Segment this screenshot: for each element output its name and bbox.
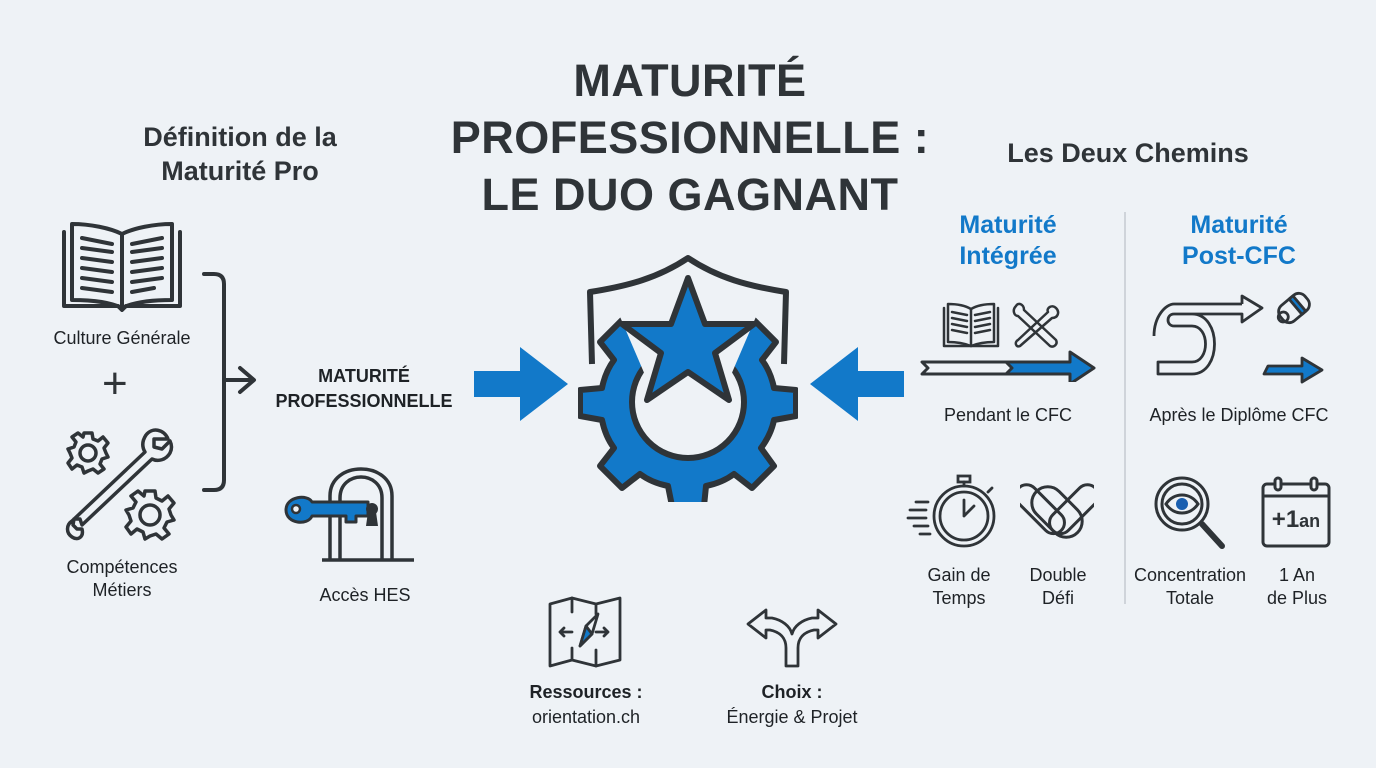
choice-label: Choix : Énergie & Projet [710,680,874,730]
plus-one-badge: +1 [1271,506,1300,533]
plus-sign: + [102,359,128,408]
deux-chemins-heading: Les Deux Chemins [1007,138,1249,168]
main-title-line3: LE DUO GAGNANT [481,169,899,220]
open-book-icon [60,220,184,312]
post-cfc-title-line1: Maturité [1190,211,1288,239]
magnifier-eye-icon [1152,474,1228,552]
post-cfc-title-line2: Post-CFC [1182,242,1296,270]
maturite-pro-result: MATURITÉ PROFESSIONNELLE [258,364,470,414]
main-title: MATURITÉ PROFESSIONNELLE : LE DUO GAGNAN… [430,52,950,223]
competences-label-line1: Compétences [66,557,178,577]
maturite-integree-title: Maturité Intégrée [920,210,1096,272]
book-tools-progress-icon [920,300,1100,382]
competences-metiers-label: Compétences Métiers [30,556,214,602]
integree-title-line1: Maturité [959,211,1057,239]
main-title-line1: MATURITÉ [573,55,807,106]
interlinked-knot-icon [1020,474,1094,550]
competences-label-line2: Métiers [92,580,152,600]
definition-heading-line1: Définition de la [143,122,337,152]
integree-title-line2: Intégrée [959,242,1057,270]
gain-line2: Temps [932,588,986,608]
gain-de-temps-label: Gain de Temps [914,564,1004,610]
double-line2: Défi [1041,588,1074,608]
arrow-left-icon [808,347,904,421]
stopwatch-icon [906,472,998,552]
bracket-connector [200,270,260,496]
un-an-line2: de Plus [1266,588,1328,608]
acces-hes-label: Accès HES [319,585,411,605]
un-an-line1: 1 An [1278,565,1316,585]
concentration-line1: Concentration [1133,565,1247,585]
double-line1: Double [1029,565,1087,585]
un-an-de-plus-label: 1 An de Plus [1254,564,1340,610]
definition-heading: Définition de la Maturité Pro [100,120,380,188]
paths-divider [1124,212,1126,604]
resources-line1: Ressources : [529,682,643,702]
calendar-plus-one-year-icon: +1an [1260,476,1332,550]
resources-link[interactable]: orientation.ch [531,707,641,727]
concentration-line2: Totale [1165,588,1215,608]
apres-diplome-caption: Après le Diplôme CFC [1149,405,1329,425]
pendant-cfc-caption: Pendant le CFC [943,405,1073,425]
result-line1: MATURITÉ [318,366,410,386]
shield-star-gear-icon [578,252,798,502]
double-defi-label: Double Défi [1014,564,1102,610]
map-compass-icon [546,596,624,668]
main-title-line2: PROFESSIONNELLE : [450,112,930,163]
result-line2: PROFESSIONNELLE [275,391,453,411]
gain-line1: Gain de [927,565,991,585]
choice-line2: Énergie & Projet [726,707,858,727]
culture-generale-label: Culture Générale [53,328,191,348]
concentration-totale-label: Concentration Totale [1126,564,1254,610]
definition-heading-line2: Maturité Pro [161,156,319,186]
resources-label: Ressources : orientation.ch [506,680,666,730]
wrench-gears-icon [60,425,184,545]
split-arrows-icon [746,604,838,668]
winding-path-diploma-icon [1152,282,1328,390]
maturite-post-cfc-title: Maturité Post-CFC [1150,210,1328,272]
key-lock-icon [282,456,418,562]
badge-unit: an [1299,511,1321,531]
arrow-right-icon [474,347,570,421]
choice-line1: Choix : [761,682,823,702]
